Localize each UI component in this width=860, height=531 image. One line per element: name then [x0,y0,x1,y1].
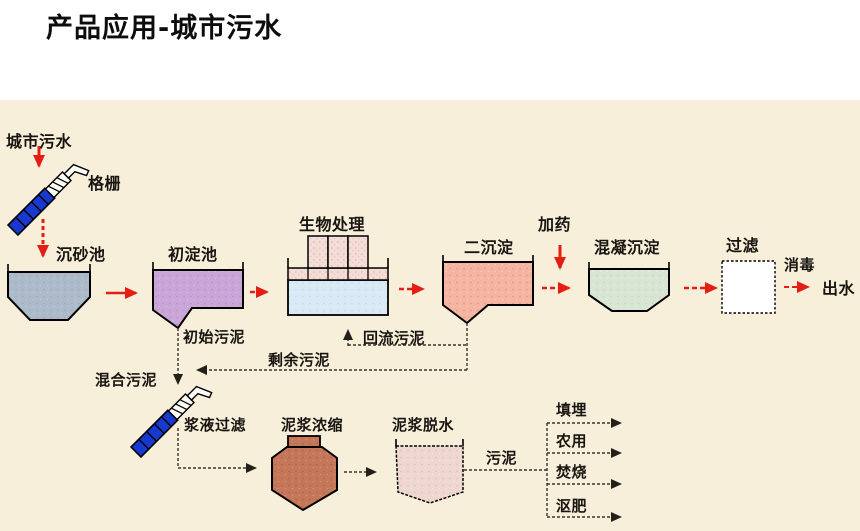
label-agricultural-use: 农用 [556,432,588,450]
label-slurry-filtration: 浆液过滤 [184,416,247,434]
primary-sedimentation-tank [152,262,244,330]
label-dosing: 加药 [538,215,572,234]
red-flow-arrows [33,146,810,299]
label-initial-sludge: 初始污泥 [183,328,246,346]
secondary-sedimentation-tank [442,255,534,325]
bar-screen-icon [7,156,91,241]
filtration-box [721,260,776,314]
coagulation-sedimentation-tank [588,262,670,312]
label-grit-chamber: 沉砂池 [56,245,106,264]
sludge-thickener [271,435,338,512]
label-incineration: 焚烧 [556,463,588,481]
label-excess-sludge: 剩余污泥 [268,351,331,369]
label-sludge: 污泥 [486,449,518,467]
label-urban-sewage: 城市污水 [6,132,73,151]
label-return-sludge: 回流污泥 [363,329,426,347]
label-landfill: 填埋 [556,401,588,419]
label-composting: 沤肥 [556,497,588,515]
label-coagulation-sedimentation: 混凝沉淀 [594,238,661,257]
page-title: 产品应用-城市污水 [46,13,283,44]
label-primary-sedimentation: 初淀池 [168,245,218,264]
label-sludge-dewatering: 泥浆脱水 [392,416,455,434]
grit-chamber-tank [7,264,91,321]
label-filtration: 过滤 [726,236,760,255]
label-sludge-thickening: 泥浆浓缩 [281,416,344,434]
label-mixed-sludge: 混合污泥 [95,371,158,389]
label-effluent: 出水 [822,279,856,298]
label-biological-treatment: 生物处理 [299,215,366,234]
label-screen: 格栅 [88,174,122,193]
sludge-dewatering-unit [395,439,464,504]
biological-treatment-tank [287,235,389,316]
label-secondary-sedimentation: 二沉淀 [464,238,514,257]
sludge-flow-lines [173,323,622,522]
label-disinfection: 消毒 [784,256,816,274]
